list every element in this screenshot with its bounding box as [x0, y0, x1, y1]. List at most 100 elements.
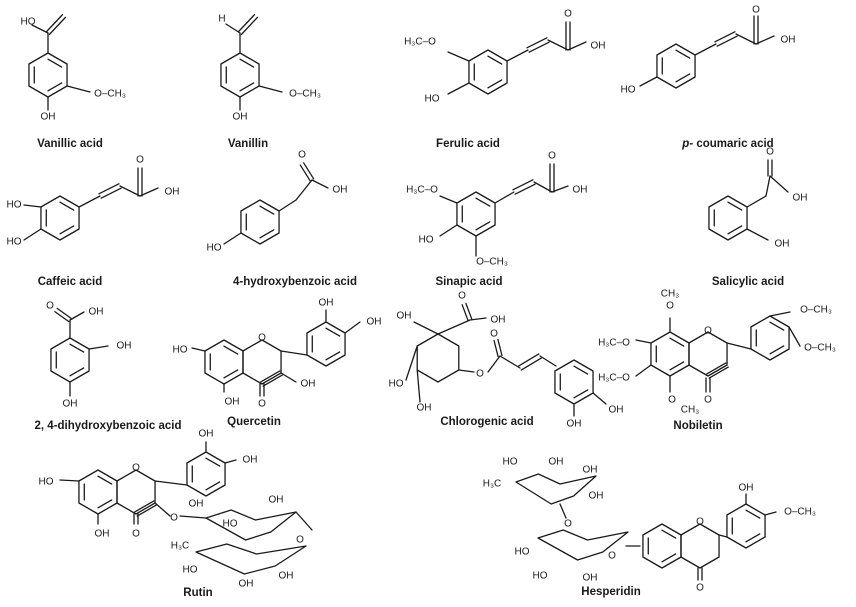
atom-label: OH	[279, 571, 294, 582]
atom-label: O	[136, 155, 144, 166]
label-2-4-dihydroxybenzoic-acid: 2, 4-dihydroxybenzoic acid	[34, 420, 182, 432]
atom-label: O	[666, 301, 674, 312]
label-ferulic-acid: Ferulic acid	[436, 138, 500, 150]
label-vanillin: Vanillin	[227, 138, 269, 150]
atom-label: OH	[199, 429, 214, 440]
atom-label: OH	[591, 41, 606, 52]
atom-label: HO	[39, 477, 54, 488]
vanillin-structure: H OH O–CH₃	[218, 14, 321, 123]
atom-label: O	[564, 519, 572, 530]
atom-label: O	[766, 147, 774, 158]
p-coumaric-acid-structure: O OH HO	[621, 5, 796, 96]
atom-label: O	[476, 369, 484, 380]
atom-label: O	[696, 517, 704, 528]
atom-label: OH	[491, 315, 506, 326]
atom-label: OH	[233, 112, 248, 123]
atom-label: OH	[609, 405, 624, 416]
label-p-coumaric-acid: p- coumaric acid	[682, 138, 773, 150]
atom-label: O	[258, 399, 266, 410]
atom-label: O	[704, 326, 712, 337]
atom-label: O	[132, 463, 140, 474]
label-nobiletin: Nobiletin	[673, 420, 723, 432]
atom-label: OH	[583, 465, 598, 476]
atom-label: H₃C–O	[406, 185, 438, 196]
atom-label: OH	[573, 185, 588, 196]
atom-label: HO	[21, 17, 36, 28]
atom-label: O	[548, 151, 556, 162]
atom-label: H₃C–O	[404, 37, 436, 48]
atom-label: H₃C	[483, 479, 502, 490]
atom-label: OH	[89, 307, 104, 318]
atom-label: H₃C–O	[598, 338, 630, 349]
atom-label: HO	[419, 235, 434, 246]
atom-label: O	[132, 529, 140, 540]
atom-label: OH	[793, 193, 808, 204]
atom-label: HO	[173, 345, 188, 356]
atom-label: CH₃	[661, 289, 680, 300]
atom-label: O	[258, 333, 266, 344]
atom-label: O	[668, 395, 676, 406]
atom-label: O	[704, 395, 712, 406]
atom-label: O	[170, 513, 178, 524]
label-vanillic-acid: Vanillic acid	[37, 138, 103, 150]
atom-label: OH	[95, 529, 110, 540]
atom-label: O	[296, 535, 304, 546]
label-salicylic-acid: Salicylic acid	[711, 276, 785, 288]
atom-label: O–CH₃	[476, 257, 508, 268]
label-hesperidin: Hesperidin	[581, 586, 641, 598]
atom-label: O–CH₃	[289, 89, 321, 100]
atom-label: OH	[63, 399, 78, 410]
label-rutin: Rutin	[183, 587, 213, 599]
atom-label: OH	[775, 239, 790, 250]
atom-label: O	[490, 329, 498, 340]
atom-label: OH	[583, 573, 598, 584]
atom-label: OH	[333, 185, 348, 196]
label-chlorogenic-acid: Chlorogenic acid	[440, 416, 534, 428]
atom-label: HO	[7, 200, 22, 211]
label-sinapic-acid: Sinapic acid	[435, 276, 503, 288]
label-p-prefix: p-	[682, 138, 694, 150]
atom-label: O	[608, 551, 616, 562]
atom-label: OH	[301, 379, 316, 390]
atom-label: HO	[425, 94, 440, 105]
atom-label: O–CH₃	[94, 89, 126, 100]
atom-label: HO	[207, 243, 222, 254]
atom-label: HO	[533, 571, 548, 582]
atom-label: OH	[567, 419, 582, 430]
atom-label: OH	[225, 397, 240, 408]
atom-label: HO	[503, 457, 518, 468]
vanillic-acid-structure: HO OH O–CH₃	[21, 13, 126, 123]
atom-label: O	[752, 5, 760, 16]
atom-label: OH	[319, 298, 334, 309]
atom-label: O–CH₃	[800, 305, 832, 316]
atom-label: OH	[243, 455, 258, 466]
atom-label: O	[696, 583, 704, 594]
atom-label: OH	[41, 112, 56, 123]
atom-label: OH	[739, 483, 754, 494]
atom-label: HO	[621, 85, 636, 96]
sinapic-acid-structure: O OH H₃C–O HO O–CH₃	[406, 151, 587, 268]
atom-label: OH	[781, 35, 796, 46]
atom-label: OH	[367, 317, 382, 328]
atom-label: OH	[239, 579, 254, 590]
atom-label: OH	[269, 495, 284, 506]
atom-label: OH	[589, 491, 604, 502]
atom-label: OH	[397, 311, 412, 322]
atom-label: OH	[165, 187, 180, 198]
label-4-hydroxybenzoic-acid: 4-hydroxybenzoic acid	[233, 276, 357, 288]
atom-label: OH	[549, 457, 564, 468]
atom-label: O	[46, 301, 54, 312]
atom-label: O–CH₃	[804, 343, 836, 354]
atom-label: H	[218, 14, 225, 25]
